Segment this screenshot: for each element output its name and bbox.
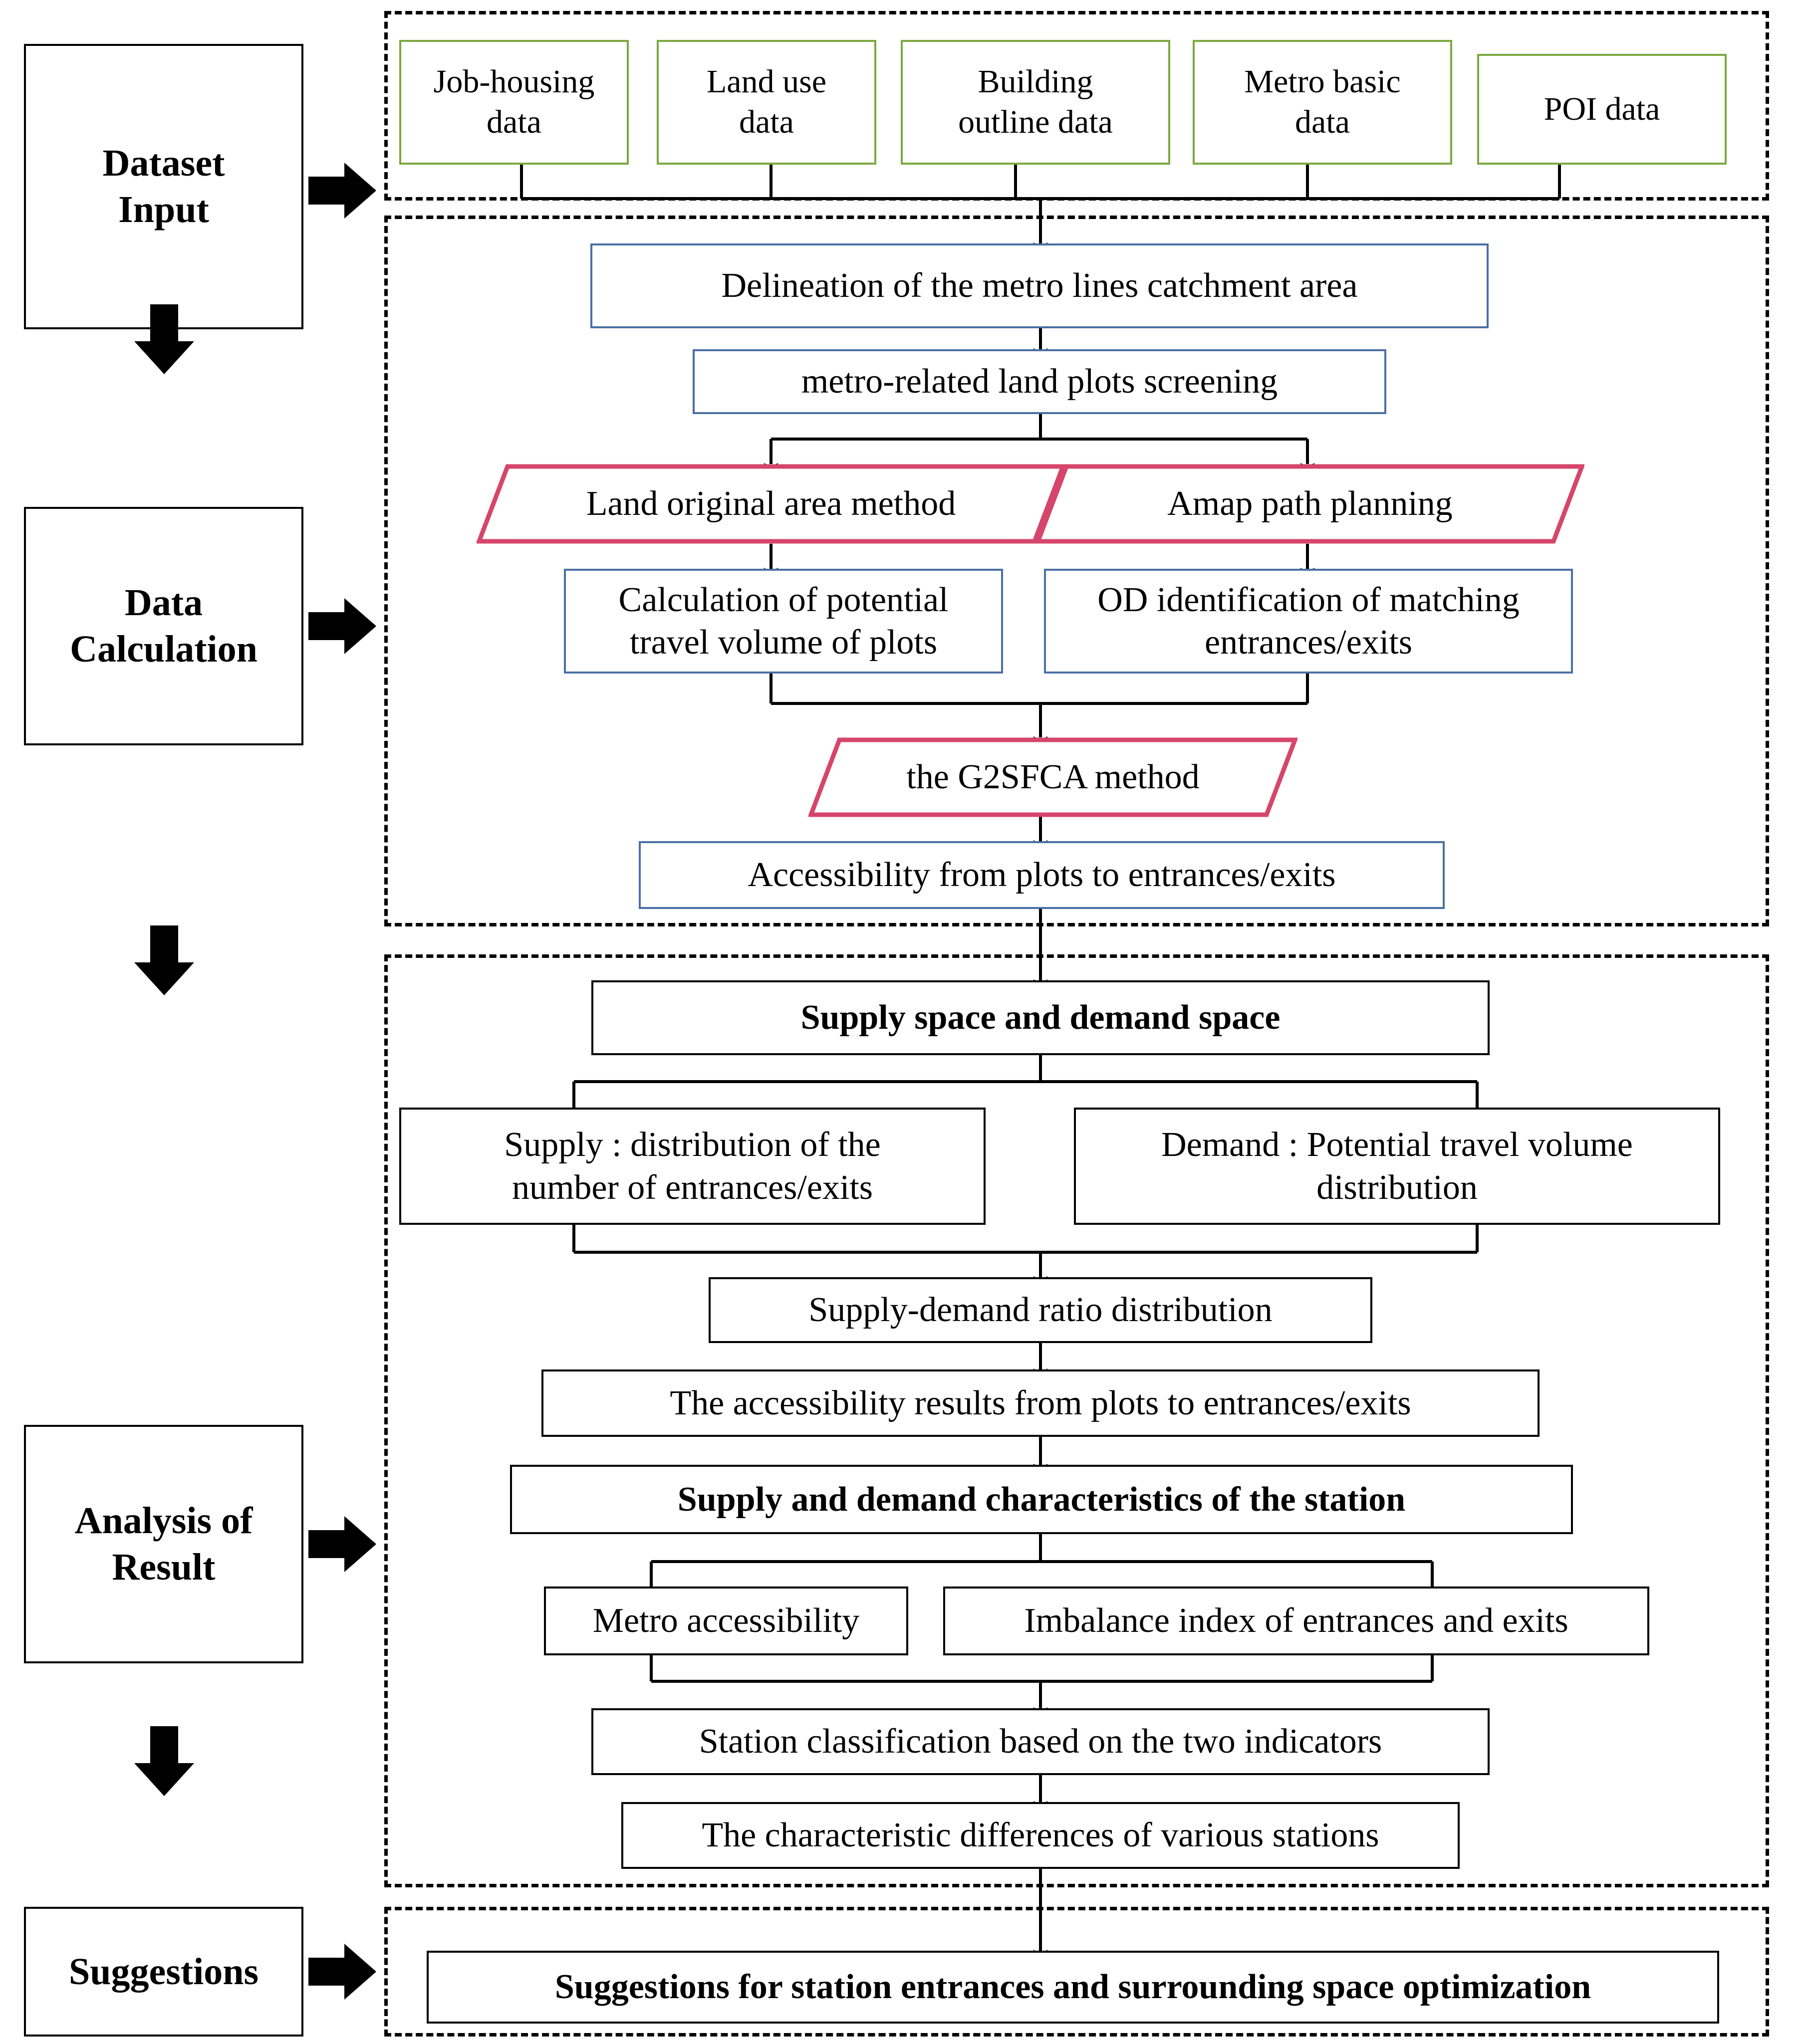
result-box-supply-demand-space-label: Supply space and demand space bbox=[800, 998, 1281, 1037]
process-box-catchment-delineation-label: Delineation of the metro lines catchment… bbox=[721, 266, 1358, 305]
stage-label-analysis-of-result-line2: Result bbox=[112, 1546, 216, 1588]
process-box-accessibility-plots-to-entrances-label: Accessibility from plots to entrances/ex… bbox=[748, 856, 1336, 895]
dataset-box-job-housing-data-line2: data bbox=[487, 104, 541, 140]
process-box-od-identification-line1: OD identification of matching bbox=[1097, 580, 1520, 619]
stage-label-dataset-input: Dataset Input bbox=[24, 44, 303, 329]
result-box-accessibility-results[interactable]: The accessibility results from plots to … bbox=[541, 1369, 1540, 1437]
process-box-accessibility-plots-to-entrances[interactable]: Accessibility from plots to entrances/ex… bbox=[639, 841, 1445, 909]
dataset-box-poi-data-line1: POI data bbox=[1544, 90, 1660, 127]
dataset-box-building-outline-data-line2: outline data bbox=[958, 104, 1113, 140]
stage-label-analysis-of-result-line1: Analysis of bbox=[74, 1500, 253, 1542]
stage-label-suggestions: Suggestions bbox=[24, 1907, 303, 2037]
dataset-box-metro-basic-data-line1: Metro basic bbox=[1244, 63, 1401, 100]
result-box-metro-accessibility[interactable]: Metro accessibility bbox=[544, 1587, 908, 1655]
result-box-demand-distribution-line1: Demand : Potential travel volume bbox=[1161, 1126, 1633, 1164]
process-box-land-plots-screening-label: metro-related land plots screening bbox=[801, 362, 1278, 401]
group-suggestions bbox=[384, 1907, 1769, 2037]
result-box-characteristic-differences-label: The characteristic differences of variou… bbox=[702, 1816, 1379, 1855]
group-dataset-input bbox=[384, 11, 1769, 201]
stage-label-data-calculation-line2: Calculation bbox=[70, 628, 258, 670]
dataset-box-land-use-data-line1: Land use bbox=[706, 63, 827, 100]
dataset-box-poi-data[interactable]: POI data bbox=[1477, 54, 1727, 165]
down-arrow-icon-analysis-to-suggestions bbox=[132, 1726, 196, 1796]
result-box-imbalance-index-label: Imbalance index of entrances and exits bbox=[1024, 1601, 1568, 1640]
process-box-land-plots-screening[interactable]: metro-related land plots screening bbox=[693, 349, 1386, 414]
result-box-supply-distribution-line1: Supply : distribution of the bbox=[504, 1126, 881, 1164]
result-box-station-classification[interactable]: Station classification based on the two … bbox=[591, 1708, 1490, 1775]
dataset-box-building-outline-data-line1: Building bbox=[978, 63, 1093, 100]
method-box-land-original-area-label: Land original area method bbox=[586, 484, 956, 523]
result-box-supply-demand-ratio-label: Supply-demand ratio distribution bbox=[808, 1291, 1273, 1330]
method-box-g2sfca-label: the G2SFCA method bbox=[906, 758, 1200, 796]
stage-label-suggestions-text: Suggestions bbox=[68, 1950, 259, 1993]
result-box-station-classification-label: Station classification based on the two … bbox=[699, 1722, 1382, 1761]
result-box-station-characteristics-label: Supply and demand characteristics of the… bbox=[677, 1480, 1406, 1519]
result-box-supply-demand-ratio[interactable]: Supply-demand ratio distribution bbox=[709, 1277, 1372, 1343]
process-box-potential-travel-volume[interactable]: Calculation of potential travel volume o… bbox=[564, 569, 1003, 674]
stage-label-dataset-input-line2: Input bbox=[118, 189, 209, 230]
dataset-box-land-use-data[interactable]: Land use data bbox=[657, 40, 876, 165]
right-arrow-icon-analysis-of-result bbox=[308, 1514, 376, 1574]
dataset-box-metro-basic-data-line2: data bbox=[1295, 104, 1350, 140]
dataset-box-job-housing-data[interactable]: Job-housing data bbox=[399, 40, 629, 165]
group-data-calculation bbox=[384, 216, 1769, 926]
dataset-box-metro-basic-data[interactable]: Metro basic data bbox=[1193, 40, 1452, 165]
process-box-od-identification-line2: entrances/exits bbox=[1205, 623, 1412, 662]
down-arrow-icon-calculation-to-analysis bbox=[132, 925, 196, 995]
down-arrow-icon-input-to-calculation bbox=[132, 304, 196, 374]
right-arrow-icon-data-calculation bbox=[308, 596, 376, 656]
method-box-land-original-area[interactable]: Land original area method bbox=[477, 464, 1065, 544]
result-box-supply-demand-space[interactable]: Supply space and demand space bbox=[591, 980, 1490, 1055]
suggestions-box-final-label: Suggestions for station entrances and su… bbox=[554, 1968, 1591, 2007]
result-box-station-characteristics[interactable]: Supply and demand characteristics of the… bbox=[510, 1465, 1573, 1534]
result-box-accessibility-results-label: The accessibility results from plots to … bbox=[670, 1383, 1411, 1422]
dataset-box-building-outline-data[interactable]: Building outline data bbox=[901, 40, 1170, 165]
stage-label-analysis-of-result: Analysis of Result bbox=[24, 1425, 303, 1663]
stage-label-data-calculation-line1: Data bbox=[124, 582, 203, 624]
result-box-demand-distribution[interactable]: Demand : Potential travel volume distrib… bbox=[1074, 1108, 1720, 1225]
right-arrow-icon-dataset bbox=[308, 161, 376, 221]
stage-label-dataset-input-line1: Dataset bbox=[102, 142, 225, 185]
right-arrow-icon-suggestions bbox=[308, 1942, 376, 2002]
result-box-demand-distribution-line2: distribution bbox=[1316, 1168, 1478, 1207]
method-box-amap-path-planning[interactable]: Amap path planning bbox=[1035, 464, 1584, 544]
result-box-supply-distribution[interactable]: Supply : distribution of the number of e… bbox=[399, 1108, 986, 1225]
result-box-characteristic-differences[interactable]: The characteristic differences of variou… bbox=[621, 1802, 1460, 1869]
group-analysis-of-result bbox=[384, 954, 1769, 1887]
stage-label-data-calculation: Data Calculation bbox=[24, 507, 303, 745]
process-box-potential-travel-volume-line2: travel volume of plots bbox=[629, 623, 938, 662]
method-box-g2sfca[interactable]: the G2SFCA method bbox=[808, 737, 1297, 817]
dataset-box-land-use-data-line2: data bbox=[739, 104, 794, 140]
process-box-catchment-delineation[interactable]: Delineation of the metro lines catchment… bbox=[590, 243, 1489, 328]
result-box-imbalance-index[interactable]: Imbalance index of entrances and exits bbox=[943, 1587, 1649, 1655]
method-box-amap-path-planning-label: Amap path planning bbox=[1167, 484, 1453, 523]
dataset-box-job-housing-data-line1: Job-housing bbox=[433, 63, 595, 100]
process-box-potential-travel-volume-line1: Calculation of potential bbox=[618, 580, 949, 619]
result-box-supply-distribution-line2: number of entrances/exits bbox=[512, 1168, 873, 1207]
result-box-metro-accessibility-label: Metro accessibility bbox=[592, 1601, 860, 1640]
suggestions-box-final[interactable]: Suggestions for station entrances and su… bbox=[427, 1951, 1719, 2024]
process-box-od-identification[interactable]: OD identification of matching entrances/… bbox=[1044, 569, 1573, 674]
